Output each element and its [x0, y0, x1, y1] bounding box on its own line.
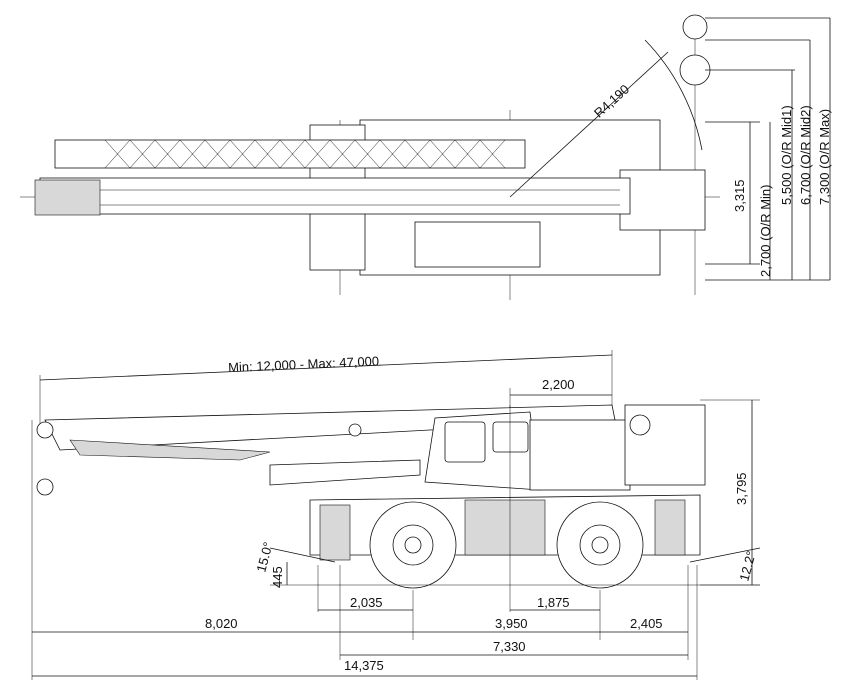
wheelbase-label: 3,950: [495, 616, 528, 631]
swing-radius-line: [509, 51, 669, 198]
approach-angle-line: [269, 547, 336, 563]
cab-offset-label: 2,200: [542, 377, 575, 392]
cab-window-side: [492, 421, 529, 453]
boom-underslung: [69, 439, 271, 461]
superstructure: [529, 419, 631, 491]
winch-drum: [629, 414, 651, 436]
swing-radius-arc: [644, 39, 703, 151]
top-view: R4,190 3,315 2,700 (O/R Min) 5,500 (O/R …: [20, 14, 832, 300]
main-boom-top: [39, 177, 631, 215]
jib-lattice: [104, 139, 506, 169]
cab-window-front: [444, 421, 486, 463]
boom-length-label: Min: 12,000 - Max: 47,000: [228, 353, 380, 375]
hook-block: [36, 478, 54, 496]
swing-radius-label: R4,190: [591, 81, 632, 120]
width-label: 3,315: [732, 179, 747, 212]
rear-axle-offset-label: 1,875: [537, 595, 570, 610]
overall-height-label: 3,795: [734, 472, 749, 505]
lift-cylinder: [269, 459, 421, 486]
overall-length-label: 14,375: [344, 658, 384, 673]
rear-wheel: [556, 501, 644, 589]
rear-overhang-label: 2,405: [630, 616, 663, 631]
front-axle-offset-label: 2,035: [350, 595, 383, 610]
departure-angle-label: 12.2°: [736, 549, 758, 582]
carrier-center-deck: [464, 499, 546, 556]
outrigger-mid2-label: 6,700 (O/R Mid2): [798, 105, 813, 205]
body-length-label: 7,330: [493, 639, 526, 654]
outrigger-max-label: 7,300 (O/R Max): [817, 109, 832, 205]
front-outrigger-jack: [319, 504, 351, 561]
cab-top: [414, 221, 541, 268]
outrigger-min-label: 2,700 (O/R Min): [758, 185, 773, 277]
outrigger-pad-max: [682, 14, 708, 40]
front-wheel: [369, 501, 457, 589]
boom-length-dim-line: [39, 354, 613, 381]
boom-head-top: [34, 179, 101, 216]
outrigger-box-rear: [619, 169, 706, 231]
ground-clearance-label: 445: [270, 566, 285, 588]
rear-outrigger-jack: [654, 499, 686, 556]
boom-head-sheave: [36, 421, 54, 439]
outrigger-mid1-label: 5,500 (O/R Mid1): [779, 105, 794, 205]
boom-pin: [348, 423, 362, 437]
side-view: Min: 12,000 - Max: 47,000 2,200: [31, 350, 761, 680]
front-overhang-label: 8,020: [205, 616, 238, 631]
jib-top: [54, 139, 526, 169]
departure-angle-line: [689, 547, 761, 563]
